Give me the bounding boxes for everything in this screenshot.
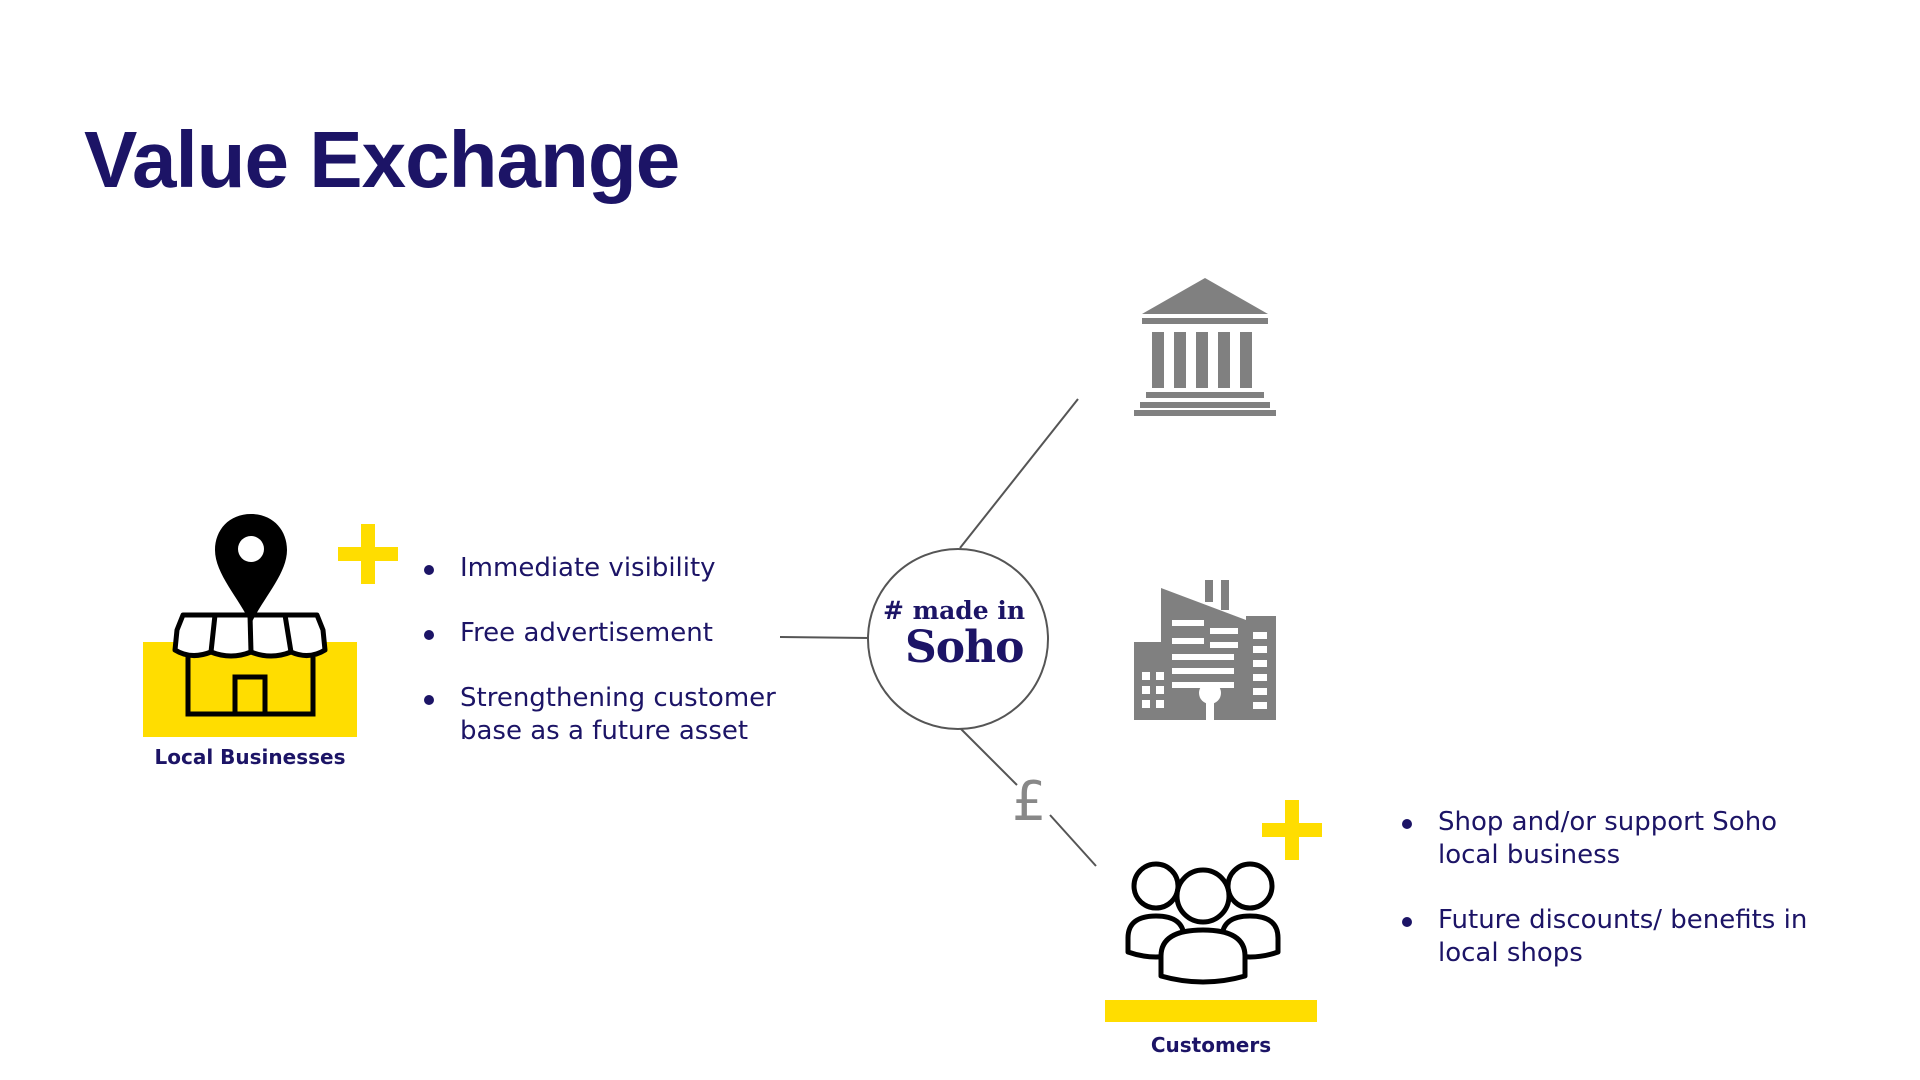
plus-icon (338, 524, 398, 584)
connector-customers-upper (959, 727, 1018, 786)
shop-with-map-pin-icon (143, 514, 357, 737)
benefit-item: Shop and/or support Soho local business (1402, 806, 1842, 872)
people-group-icon (1125, 861, 1281, 985)
benefit-item: Future discounts/ benefits in local shop… (1402, 904, 1842, 970)
customers-highlight-bar (1105, 1000, 1317, 1022)
customers-benefits: Shop and/or support Soho local business … (1402, 806, 1842, 1002)
office-building-icon (1134, 580, 1276, 720)
connector-government (959, 398, 1079, 549)
plus-icon (1262, 800, 1322, 860)
connector-local-businesses (779, 636, 870, 639)
customers-label: Customers (1150, 1033, 1272, 1057)
hub-line-made-in: # made in (883, 596, 1026, 625)
shop-icon-group (143, 512, 357, 737)
pound-exchange-symbol: £ (1012, 770, 1047, 833)
page-title: Value Exchange (84, 115, 680, 204)
benefit-item: Immediate visibility (424, 552, 804, 585)
benefit-item: Strengthening customer base as a future … (424, 682, 804, 748)
local-businesses-label: Local Businesses (154, 745, 346, 769)
hub-line-soho: Soho (905, 622, 1024, 673)
connector-customers-lower (1049, 814, 1097, 867)
benefit-item: Free advertisement (424, 617, 804, 650)
local-businesses-benefits: Immediate visibility Free advertisement … (424, 552, 804, 780)
made-in-soho-hub: # made in Soho (867, 548, 1049, 730)
government-building-icon (1134, 278, 1276, 416)
